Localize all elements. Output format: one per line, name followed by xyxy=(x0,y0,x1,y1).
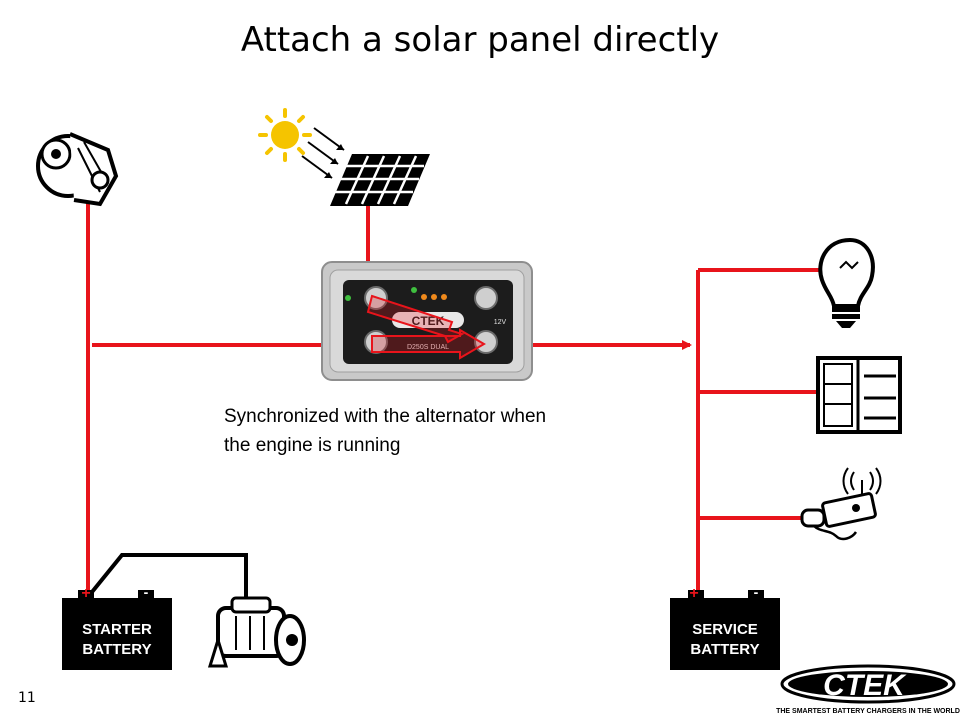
alternator-icon xyxy=(36,132,119,207)
red-wires xyxy=(86,196,820,592)
starter-battery-line2: BATTERY xyxy=(82,641,151,658)
light-bulb-icon xyxy=(818,237,875,328)
logo-brand: CTEK xyxy=(823,669,907,702)
page-title: Attach a solar panel directly xyxy=(240,20,720,60)
service-battery-minus: - xyxy=(754,584,759,600)
ground-wire xyxy=(90,553,248,600)
starter-battery-line1: STARTER xyxy=(82,621,152,638)
service-battery-line2: BATTERY xyxy=(690,641,759,658)
slide-number: 11 xyxy=(18,690,36,706)
caption-line-1: Synchronized with the alternator when xyxy=(224,406,547,427)
starter-battery-plus: + xyxy=(81,585,90,602)
starter-battery-minus: - xyxy=(144,584,149,600)
starter-battery: + - STARTER BATTERY xyxy=(62,584,172,670)
service-battery-plus: + xyxy=(689,585,698,602)
charger-icon: CTEK D250S DUAL 12V xyxy=(321,261,533,381)
charger-voltage: 12V xyxy=(494,319,507,326)
caption-line-2: the engine is running xyxy=(224,435,401,456)
radio-icon xyxy=(800,467,882,541)
charger-model: D250S DUAL xyxy=(407,344,449,351)
starter-motor-icon xyxy=(207,596,306,668)
fridge-icon xyxy=(816,356,902,434)
solar-panel-icon xyxy=(330,154,430,206)
logo-tagline: THE SMARTEST BATTERY CHARGERS IN THE WOR… xyxy=(776,708,960,715)
caption: Synchronized with the alternator when th… xyxy=(224,402,654,460)
service-battery-line1: SERVICE xyxy=(692,621,758,638)
ctek-logo: CTEK THE SMARTEST BATTERY CHARGERS IN TH… xyxy=(776,664,960,715)
service-battery: + - SERVICE BATTERY xyxy=(670,584,780,670)
sun-icon xyxy=(258,108,345,179)
